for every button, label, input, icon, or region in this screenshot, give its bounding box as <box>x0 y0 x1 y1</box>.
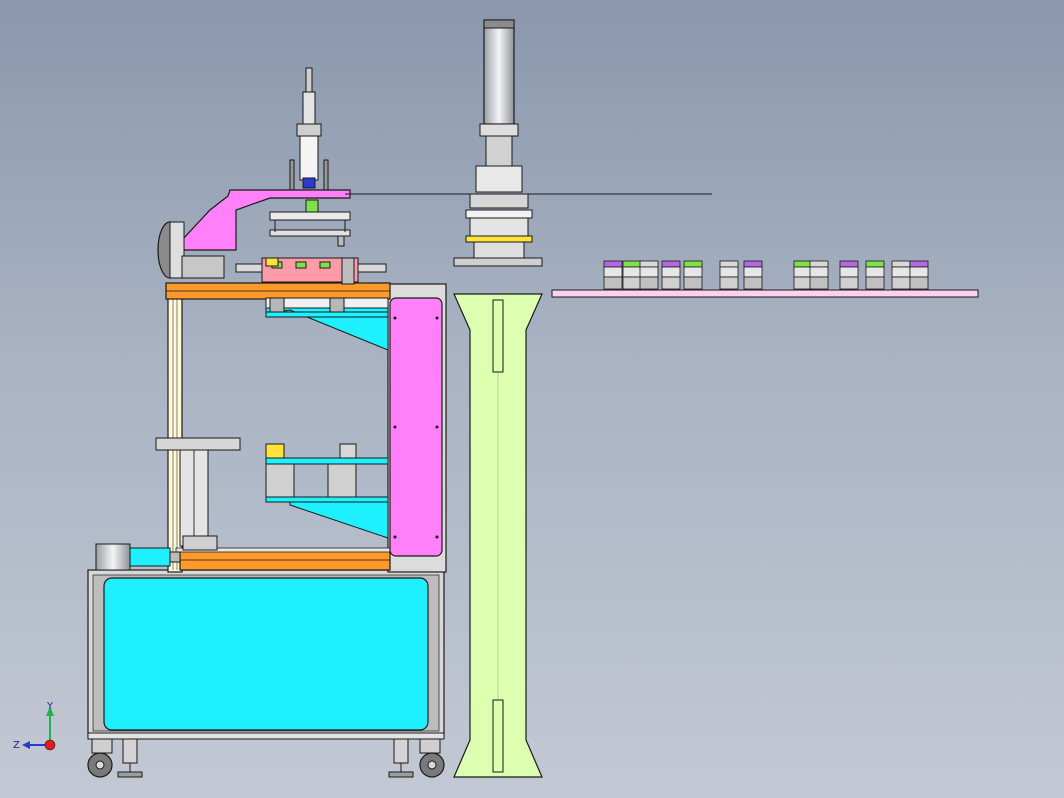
tray-fixture-base <box>743 276 763 290</box>
tray-fixture-body <box>639 266 659 278</box>
coordinate-triad: Y Z <box>13 701 56 751</box>
magenta-door-panel <box>389 297 443 557</box>
tray-fixture-base <box>909 276 929 290</box>
tray-fixture-base <box>719 276 739 290</box>
lift-assembly <box>155 437 241 551</box>
leveling-foot-right <box>388 738 414 778</box>
tray-fixture-body <box>865 266 885 278</box>
tray-fixture-cap <box>793 260 813 268</box>
lower-shelf <box>265 443 389 539</box>
tray-fixture-base <box>891 276 911 290</box>
tray-fixture-base <box>683 276 703 290</box>
tray-fixture-body <box>683 266 703 278</box>
top-fixture-table <box>181 255 387 285</box>
tray-fixture-cap <box>719 260 739 268</box>
tray-fixture-body <box>793 266 813 278</box>
tray-fixture-body <box>909 266 929 278</box>
cabinet-cyan-panel <box>103 577 429 731</box>
tray-fixture-body <box>839 266 859 278</box>
tray-fixture-base <box>865 276 885 290</box>
tray-fixture-base <box>793 276 813 290</box>
tray-fixture-body <box>891 266 911 278</box>
tray-fixture-cap <box>909 260 929 268</box>
tray-fixture-base <box>661 276 681 290</box>
axis-label-y: Y <box>46 701 54 712</box>
tray-fixture-base <box>809 276 829 290</box>
tray-fixture-cap <box>865 260 885 268</box>
tray-fixture-cap <box>603 260 623 268</box>
tray-fixture-base <box>639 276 659 290</box>
tray-fixture-body <box>809 266 829 278</box>
caster-wheel-right <box>419 738 445 778</box>
tray-fixture-base <box>622 276 642 290</box>
top-press-assembly <box>181 67 351 251</box>
tray-fixture-cap <box>839 260 859 268</box>
tray-fixture-cap <box>809 260 829 268</box>
tray-conveyor <box>551 289 979 298</box>
robot-spindle <box>453 19 543 267</box>
tray-fixture-cap <box>639 260 659 268</box>
tray-fixture-base <box>603 276 623 290</box>
tray-fixture-body <box>743 266 763 278</box>
leveling-foot-left <box>117 738 143 778</box>
base-cabinet <box>87 569 445 740</box>
tray-fixture-cap <box>661 260 681 268</box>
tray-fixture-cap <box>743 260 763 268</box>
tray-fixture-body <box>661 266 681 278</box>
tray-fixture-cap <box>683 260 703 268</box>
handwheel <box>157 221 185 279</box>
tray-fixtures <box>603 260 929 290</box>
tray-fixture-body <box>719 266 739 278</box>
axis-label-z: Z <box>13 740 20 751</box>
upper-shelf <box>265 297 389 351</box>
tray-fixture-body <box>603 266 623 278</box>
tray-fixture-cap <box>891 260 911 268</box>
tray-fixture-base <box>839 276 859 290</box>
tray-fixture-body <box>622 266 642 278</box>
drive-motor <box>95 543 181 571</box>
support-column <box>453 293 543 778</box>
tray-fixture-cap <box>622 260 642 268</box>
caster-wheel-left <box>87 738 113 778</box>
